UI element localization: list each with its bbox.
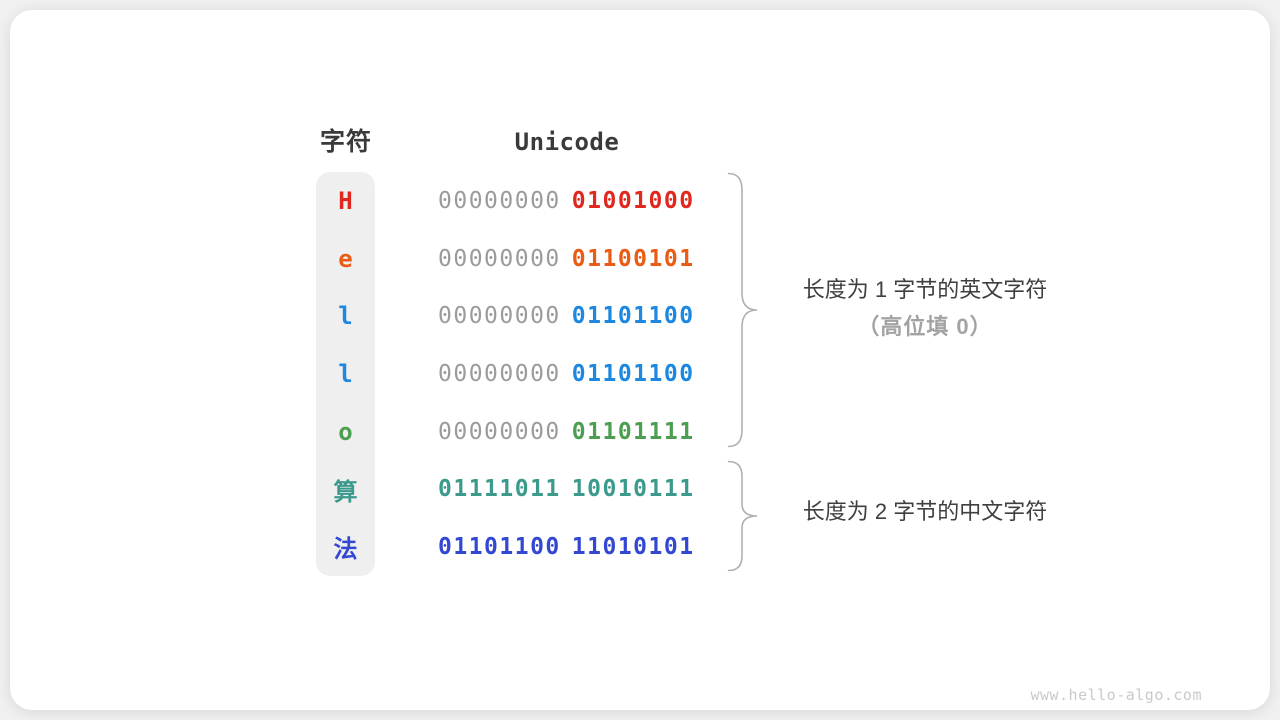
table-row: H 00000000 01001000 bbox=[316, 172, 736, 230]
unicode-high-byte: 01101100 bbox=[438, 533, 561, 560]
table-row: e 00000000 01100101 bbox=[316, 230, 736, 288]
annotation-english-chars-text: 长度为 1 字节的英文字符 bbox=[802, 277, 1048, 302]
column-header-unicode: Unicode bbox=[514, 128, 620, 156]
unicode-low-byte: 01101100 bbox=[571, 303, 695, 330]
diagram-card: 字符 Unicode H 00000000 01001000 e 00000000… bbox=[10, 10, 1270, 710]
unicode-binary: 00000000 01001000 bbox=[438, 188, 695, 214]
character-cell: o bbox=[338, 417, 353, 446]
unicode-low-byte: 10010111 bbox=[571, 476, 695, 503]
unicode-binary: 01101100 11010101 bbox=[438, 534, 695, 560]
table-row: 法 01101100 11010101 bbox=[316, 518, 736, 576]
unicode-high-byte: 00000000 bbox=[438, 360, 561, 387]
unicode-high-byte: 00000000 bbox=[438, 187, 561, 214]
character-cell: l bbox=[338, 302, 353, 331]
annotation-high-bits-note: （高位填 0） bbox=[857, 314, 993, 339]
unicode-low-byte: 11010101 bbox=[571, 533, 695, 560]
character-column-background bbox=[316, 172, 375, 576]
unicode-binary: 00000000 01100101 bbox=[438, 246, 695, 272]
character-cell: l bbox=[338, 359, 353, 388]
annotation-chinese-chars-text: 长度为 2 字节的中文字符 bbox=[802, 499, 1048, 524]
character-cell: e bbox=[338, 244, 353, 273]
annotation-chinese-chars: 长度为 2 字节的中文字符 bbox=[765, 496, 1085, 528]
encoding-table: H 00000000 01001000 e 00000000 01100101 l … bbox=[316, 172, 736, 576]
character-cell: H bbox=[338, 186, 353, 215]
unicode-low-byte: 01001000 bbox=[571, 187, 695, 214]
unicode-binary: 01111011 10010111 bbox=[438, 476, 695, 502]
column-header-char: 字符 bbox=[319, 128, 372, 156]
unicode-low-byte: 01101100 bbox=[571, 360, 695, 387]
unicode-low-byte: 01100101 bbox=[571, 245, 695, 272]
character-cell: 法 bbox=[333, 535, 358, 564]
character-cell: 算 bbox=[333, 477, 358, 506]
annotation-english-chars: 长度为 1 字节的英文字符 （高位填 0） bbox=[765, 274, 1085, 343]
brace-2-byte-group-icon bbox=[727, 460, 758, 572]
unicode-high-byte: 01111011 bbox=[438, 476, 561, 503]
table-row: l 00000000 01101100 bbox=[316, 345, 736, 403]
table-row: o 00000000 01101111 bbox=[316, 403, 736, 461]
table-row: 算 01111011 10010111 bbox=[316, 460, 736, 518]
unicode-high-byte: 00000000 bbox=[438, 303, 561, 330]
unicode-high-byte: 00000000 bbox=[438, 245, 561, 272]
unicode-binary: 00000000 01101100 bbox=[438, 303, 695, 329]
unicode-binary: 00000000 01101100 bbox=[438, 361, 695, 387]
unicode-binary: 00000000 01101111 bbox=[438, 419, 695, 445]
unicode-high-byte: 00000000 bbox=[438, 418, 561, 445]
watermark: www.hello-algo.com bbox=[1030, 686, 1202, 704]
unicode-low-byte: 01101111 bbox=[571, 418, 695, 445]
table-row: l 00000000 01101100 bbox=[316, 287, 736, 345]
brace-1-byte-group-icon bbox=[727, 172, 758, 448]
